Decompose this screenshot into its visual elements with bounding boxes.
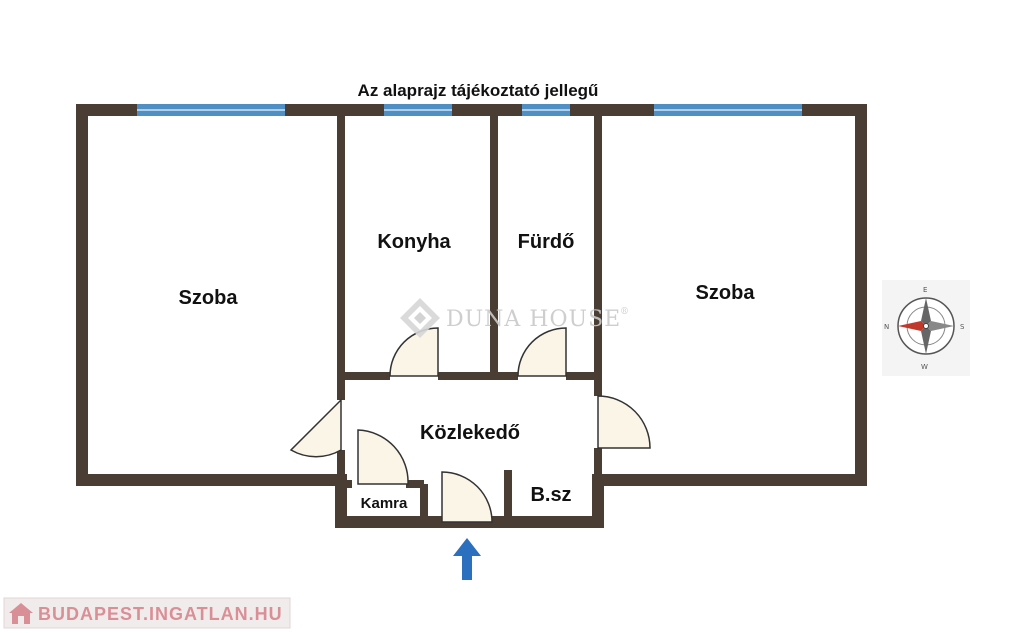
plan-notice: Az alaprajz tájékoztató jellegű <box>358 81 599 100</box>
room-label-kitchen: Konyha <box>377 231 451 253</box>
door-right-room <box>597 395 651 449</box>
compass-south: S <box>960 323 965 331</box>
door-entrance <box>441 471 493 523</box>
door-kitchen <box>389 327 439 377</box>
door-pantry <box>357 429 409 485</box>
watermark-logo-icon <box>400 298 440 338</box>
compass-north: N <box>884 323 889 331</box>
compass-icon: N E S W <box>882 280 970 376</box>
door-bathroom <box>517 327 567 377</box>
entrance-arrow-icon <box>453 538 481 580</box>
watermark-mark: ® <box>620 307 630 317</box>
room-label-left: Szoba <box>179 287 239 309</box>
compass-east: E <box>923 286 927 294</box>
watermark-text: DUNA HOUSE <box>446 307 621 332</box>
compass-west: W <box>921 363 928 371</box>
watermark: DUNA HOUSE ® <box>400 298 630 338</box>
door-left-room <box>289 398 342 458</box>
doors <box>289 327 651 523</box>
room-label-bathroom: Fürdő <box>518 231 575 253</box>
house-icon <box>9 603 33 624</box>
site-label: BUDAPEST.INGATLAN.HU <box>38 604 283 624</box>
room-label-right: Szoba <box>696 282 756 304</box>
room-label-pantry: Kamra <box>361 495 408 512</box>
interior-walls <box>337 110 602 522</box>
room-label-hallway: Közlekedő <box>420 422 520 444</box>
site-badge: BUDAPEST.INGATLAN.HU <box>3 597 291 629</box>
room-label-storage: B.sz <box>530 484 571 506</box>
outer-wall <box>76 104 867 528</box>
walls <box>76 104 867 528</box>
